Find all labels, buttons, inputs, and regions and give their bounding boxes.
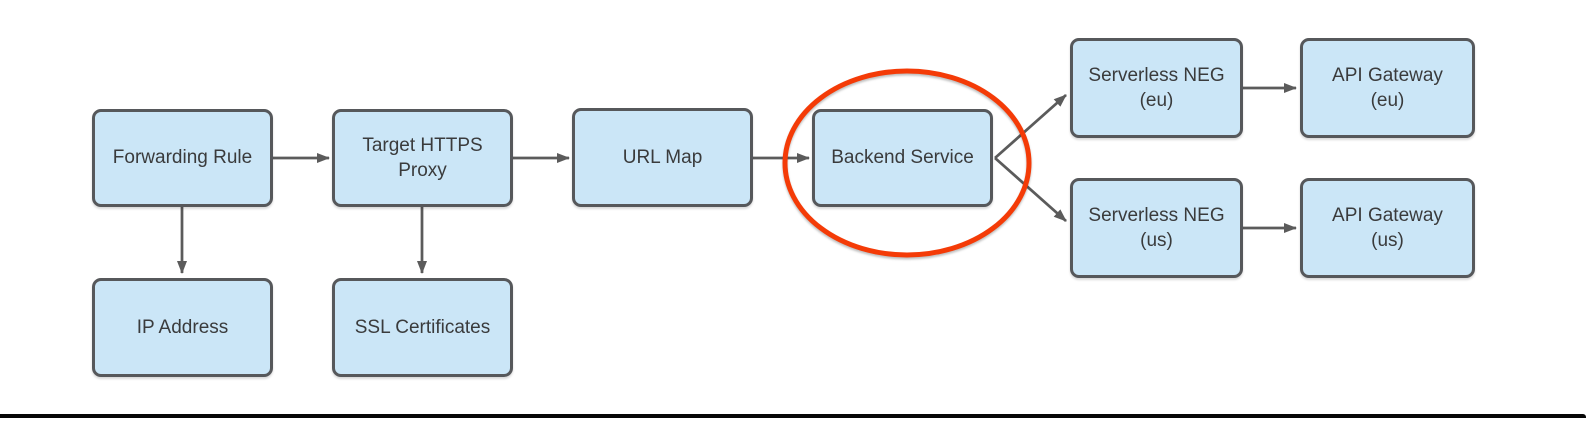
node-serverless-neg-eu: Serverless NEG (eu) bbox=[1070, 38, 1243, 138]
node-api-gateway-us: API Gateway (us) bbox=[1300, 178, 1475, 278]
node-ip-address: IP Address bbox=[92, 278, 273, 377]
node-target-https-proxy: Target HTTPS Proxy bbox=[332, 109, 513, 207]
node-ssl-certificates: SSL Certificates bbox=[332, 278, 513, 377]
node-serverless-neg-us: Serverless NEG (us) bbox=[1070, 178, 1243, 278]
node-backend-service: Backend Service bbox=[812, 109, 993, 207]
node-api-gateway-eu: API Gateway (eu) bbox=[1300, 38, 1475, 138]
bottom-border-line bbox=[0, 414, 1586, 418]
node-forwarding-rule: Forwarding Rule bbox=[92, 109, 273, 207]
node-url-map: URL Map bbox=[572, 108, 753, 207]
